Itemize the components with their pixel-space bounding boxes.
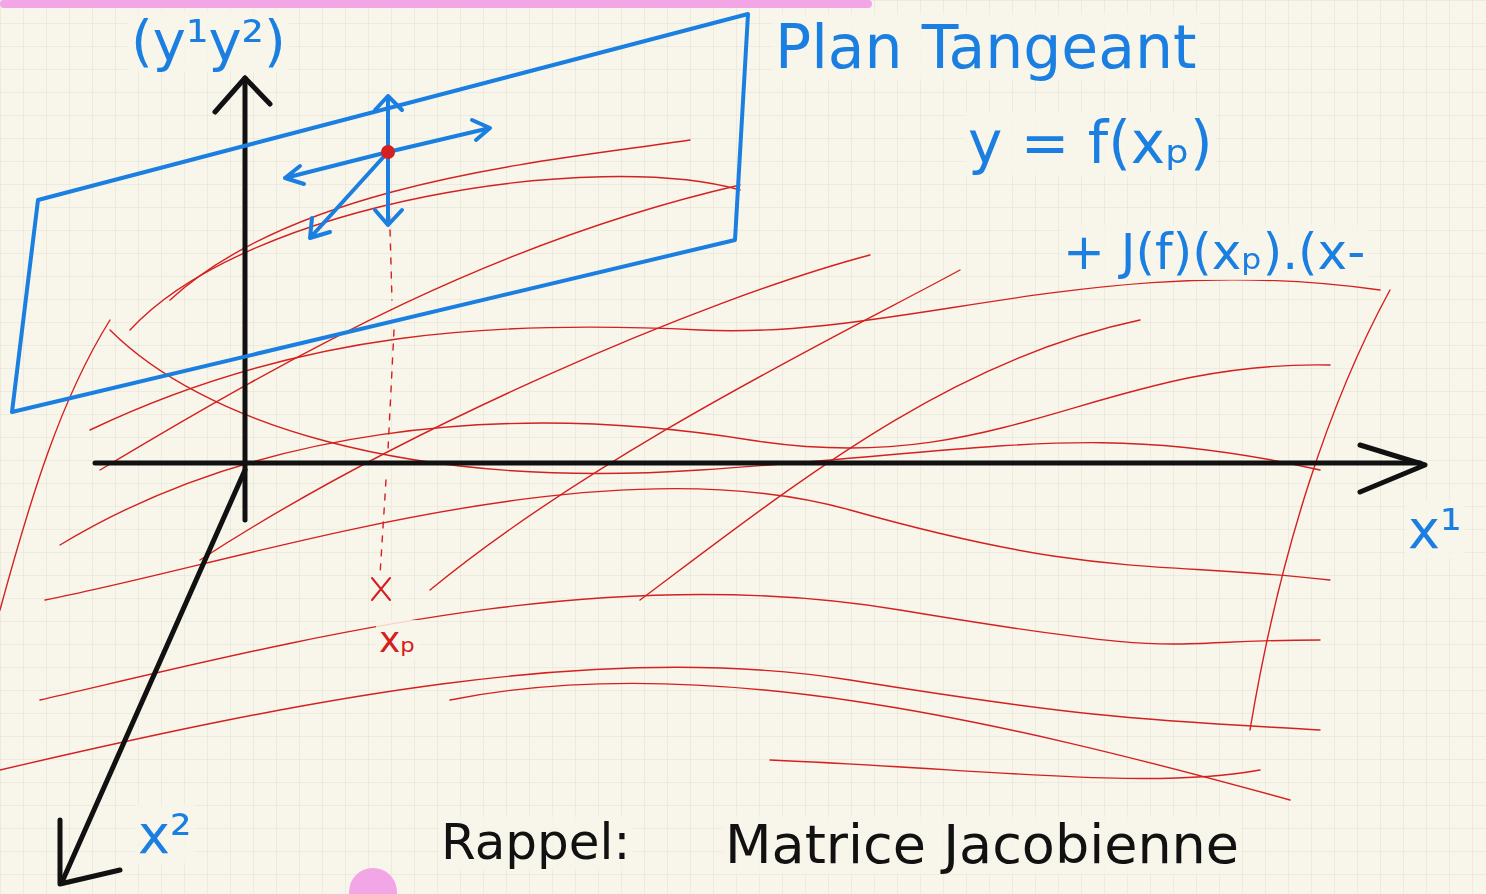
axis-label: (y¹y²) <box>128 10 289 72</box>
axis-label: x² <box>135 805 195 864</box>
note-text: Matrice Jacobienne <box>722 815 1242 874</box>
formula: + J(f)(xₚ).(x- <box>1060 225 1368 280</box>
formula: y = f(xₚ) <box>965 112 1216 176</box>
surface <box>0 140 1390 800</box>
tangent-plane <box>12 14 748 412</box>
tangent-point <box>381 145 395 159</box>
note-text: Rappel: <box>438 815 633 870</box>
highlight-bar <box>0 0 872 8</box>
axis-label: x¹ <box>1405 500 1465 559</box>
point-label: xₚ <box>376 620 419 660</box>
axes <box>60 78 1425 884</box>
bullet-dot <box>349 868 397 894</box>
heading-note: Plan Tangeant <box>772 14 1200 80</box>
